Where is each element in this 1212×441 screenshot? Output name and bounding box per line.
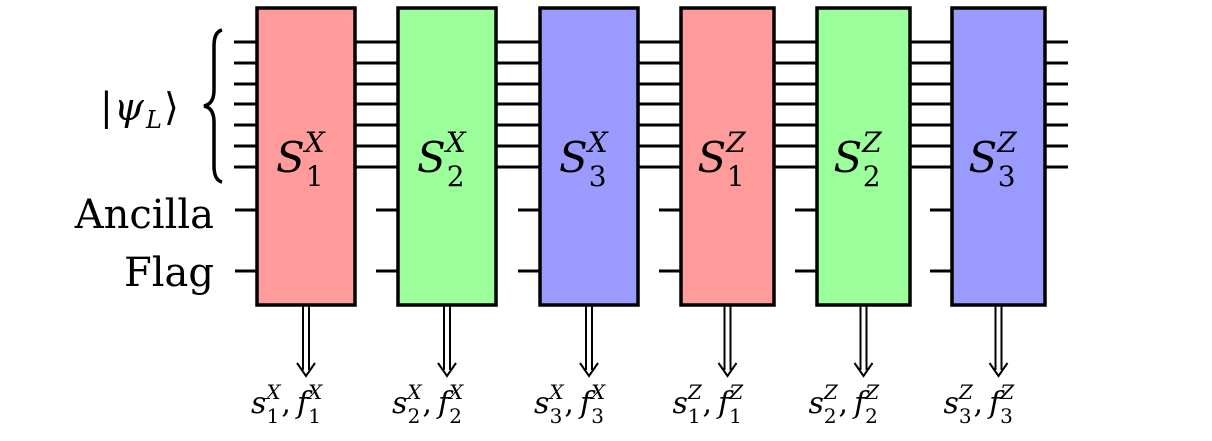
ancilla-flag-wires <box>235 208 952 273</box>
ancilla-label: Ancilla <box>74 192 214 238</box>
arrow-head <box>579 362 599 378</box>
arrow-head <box>717 362 738 378</box>
flag-label: Flag <box>124 250 214 296</box>
logical-state-label: | ψ L ⟩ <box>100 85 179 134</box>
arrow-head <box>988 362 1009 378</box>
stabilizer-box <box>538 6 640 307</box>
arrow-head <box>853 362 874 378</box>
arrow-head <box>437 362 457 378</box>
ket-close: ⟩ <box>164 85 179 129</box>
stabilizer-box <box>950 6 1047 307</box>
psi-subscript: L <box>145 106 162 134</box>
arrow-head <box>296 362 316 378</box>
stabilizer-box <box>396 6 498 307</box>
ket-open: | <box>100 85 113 129</box>
curly-brace <box>203 28 223 184</box>
psi-symbol: ψ <box>114 85 145 129</box>
stabilizer-box <box>255 6 357 307</box>
stabilizer-box <box>815 6 912 307</box>
data-qubit-wires <box>234 40 1068 169</box>
stabilizer-box <box>679 6 776 307</box>
